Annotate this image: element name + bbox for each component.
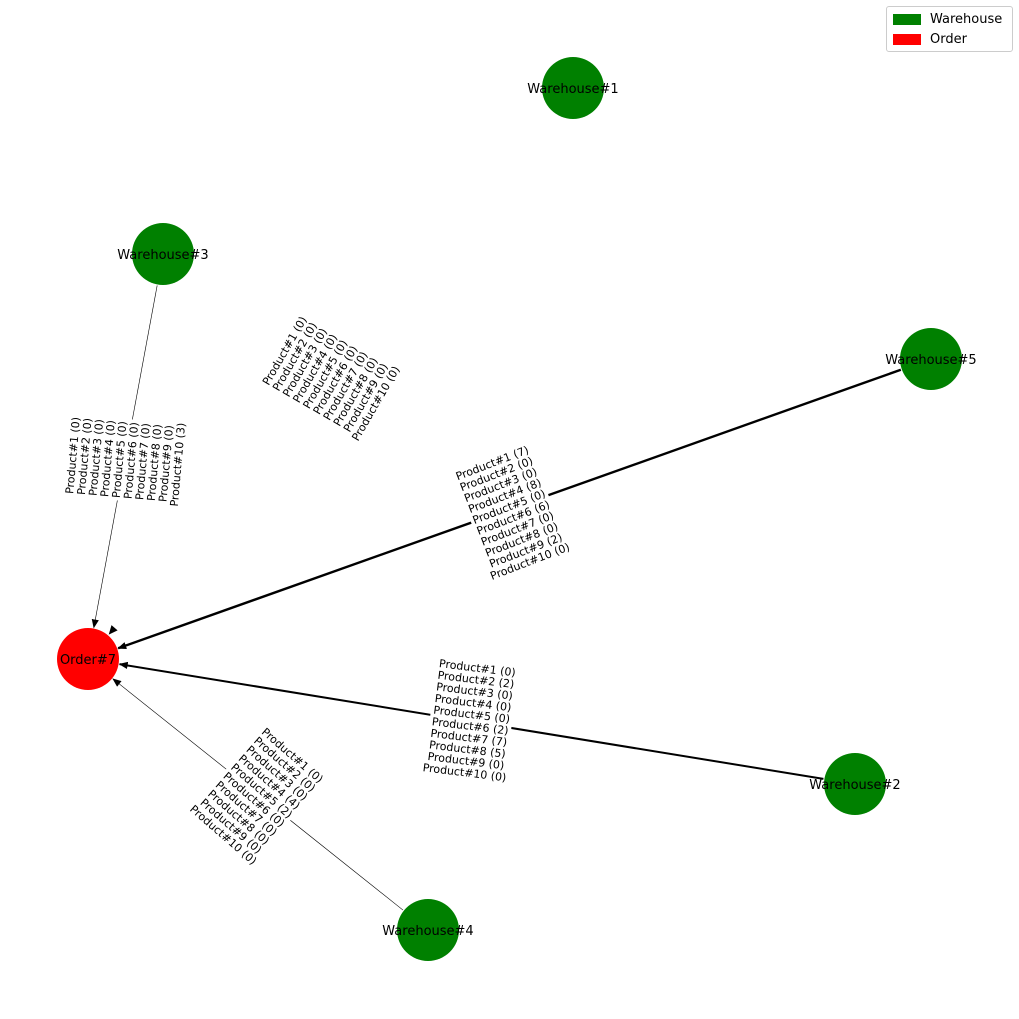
edge-label-background [187, 722, 329, 868]
node-label-warehouse-3: Warehouse#3 [117, 248, 208, 263]
legend-item-order: Order [893, 31, 967, 47]
node-warehouse-1 [542, 57, 604, 119]
node-label-order-7: Order#7 [60, 653, 116, 668]
edge-label-background [61, 413, 189, 507]
node-warehouse-2 [824, 753, 886, 815]
edge-label-warehouse-3: Product#1 (0)Product#2 (0)Product#3 (0)P… [61, 413, 189, 507]
edge-label-warehouse-4: Product#1 (0)Product#2 (0)Product#3 (0)P… [187, 722, 329, 868]
node-label-warehouse-4: Warehouse#4 [382, 924, 473, 939]
edge-label-background [257, 311, 403, 443]
legend-label-warehouse: Warehouse [930, 11, 1003, 27]
edge-label-warehouse-5: Product#1 (7)Product#2 (0)Product#3 (0)P… [451, 440, 572, 584]
edge-label-background [422, 654, 520, 786]
edge-label-warehouse-1: Product#1 (0)Product#2 (0)Product#3 (0)P… [257, 311, 403, 443]
node-warehouse-5 [900, 328, 962, 390]
node-label-warehouse-5: Warehouse#5 [885, 353, 976, 368]
edge-label-warehouse-2: Product#1 (0)Product#2 (2)Product#3 (0)P… [422, 654, 520, 786]
node-order-7 [57, 628, 119, 690]
edge-label-background [451, 440, 571, 584]
node-warehouse-3 [132, 223, 194, 285]
edge-arrowhead-warehouse-1 [108, 625, 118, 635]
node-label-warehouse-2: Warehouse#2 [809, 778, 900, 793]
node-warehouse-4 [397, 899, 459, 961]
legend-swatch-warehouse [893, 13, 921, 25]
legend-swatch-order [893, 33, 921, 45]
legend-label-order: Order [930, 31, 967, 47]
node-label-warehouse-1: Warehouse#1 [527, 82, 618, 97]
legend-item-warehouse: Warehouse [893, 11, 1002, 27]
legend: Warehouse Order [886, 6, 1013, 52]
